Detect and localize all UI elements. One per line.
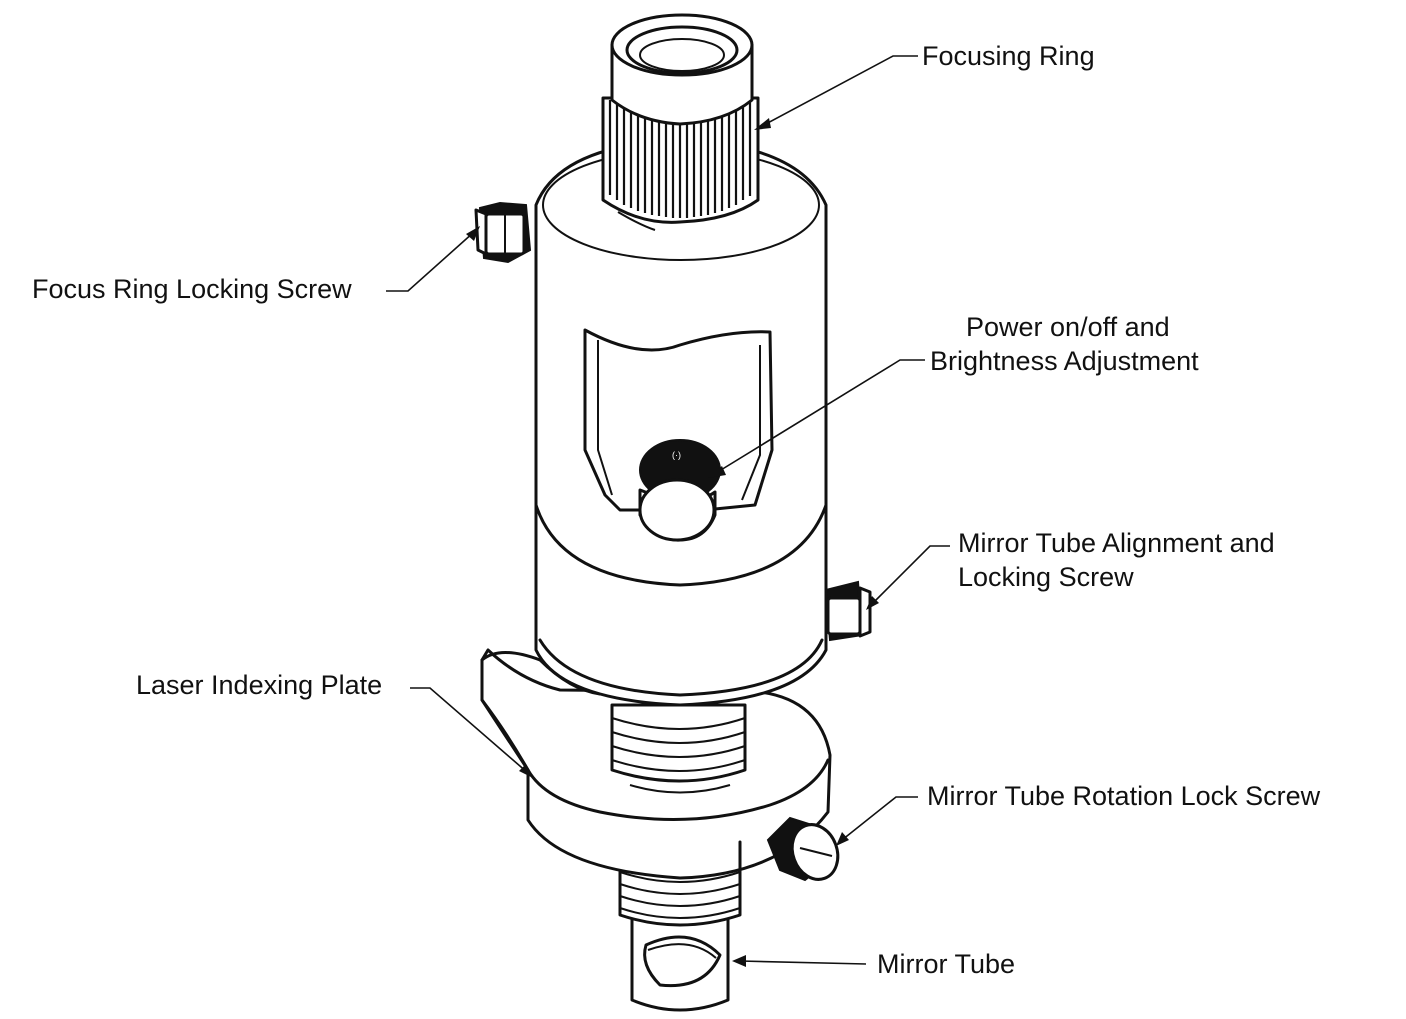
label-mirror-tube: Mirror Tube: [877, 949, 1016, 979]
label-mirror-align-line1: Mirror Tube Alignment and: [958, 528, 1275, 558]
lower-thread: [618, 860, 742, 927]
leader-mirror-alignment: [866, 545, 950, 610]
leader-power: [708, 359, 925, 478]
upper-thread: [610, 703, 747, 794]
label-mirror-align-line2: Locking Screw: [958, 562, 1134, 592]
mirror-tube-alignment-screw-part: [824, 580, 872, 642]
focus-ring-locking-screw-part: [474, 201, 532, 264]
label-power-line2: Brightness Adjustment: [930, 346, 1199, 376]
leader-laser-indexing-plate: [410, 687, 533, 778]
label-focus-ring-locking-screw: Focus Ring Locking Screw: [32, 274, 352, 304]
leader-rotation-lock-screw: [836, 796, 918, 846]
leader-focus-ring-locking-screw: [386, 226, 480, 292]
svg-text:(·): (·): [672, 450, 681, 460]
mirror-tube-part: [630, 908, 730, 1012]
label-mirror-tube-rotation-lock-screw: Mirror Tube Rotation Lock Screw: [927, 781, 1321, 811]
power-switch-part: (·): [583, 328, 774, 542]
rotation-lock-screw-part: [766, 816, 840, 882]
leader-focusing-ring: [754, 55, 918, 130]
label-focusing-ring: Focusing Ring: [922, 41, 1095, 71]
label-power-line1: Power on/off and: [966, 312, 1170, 342]
focusing-ring-part: [601, 13, 760, 231]
leader-mirror-tube: [732, 955, 867, 967]
label-laser-indexing-plate: Laser Indexing Plate: [136, 670, 383, 700]
